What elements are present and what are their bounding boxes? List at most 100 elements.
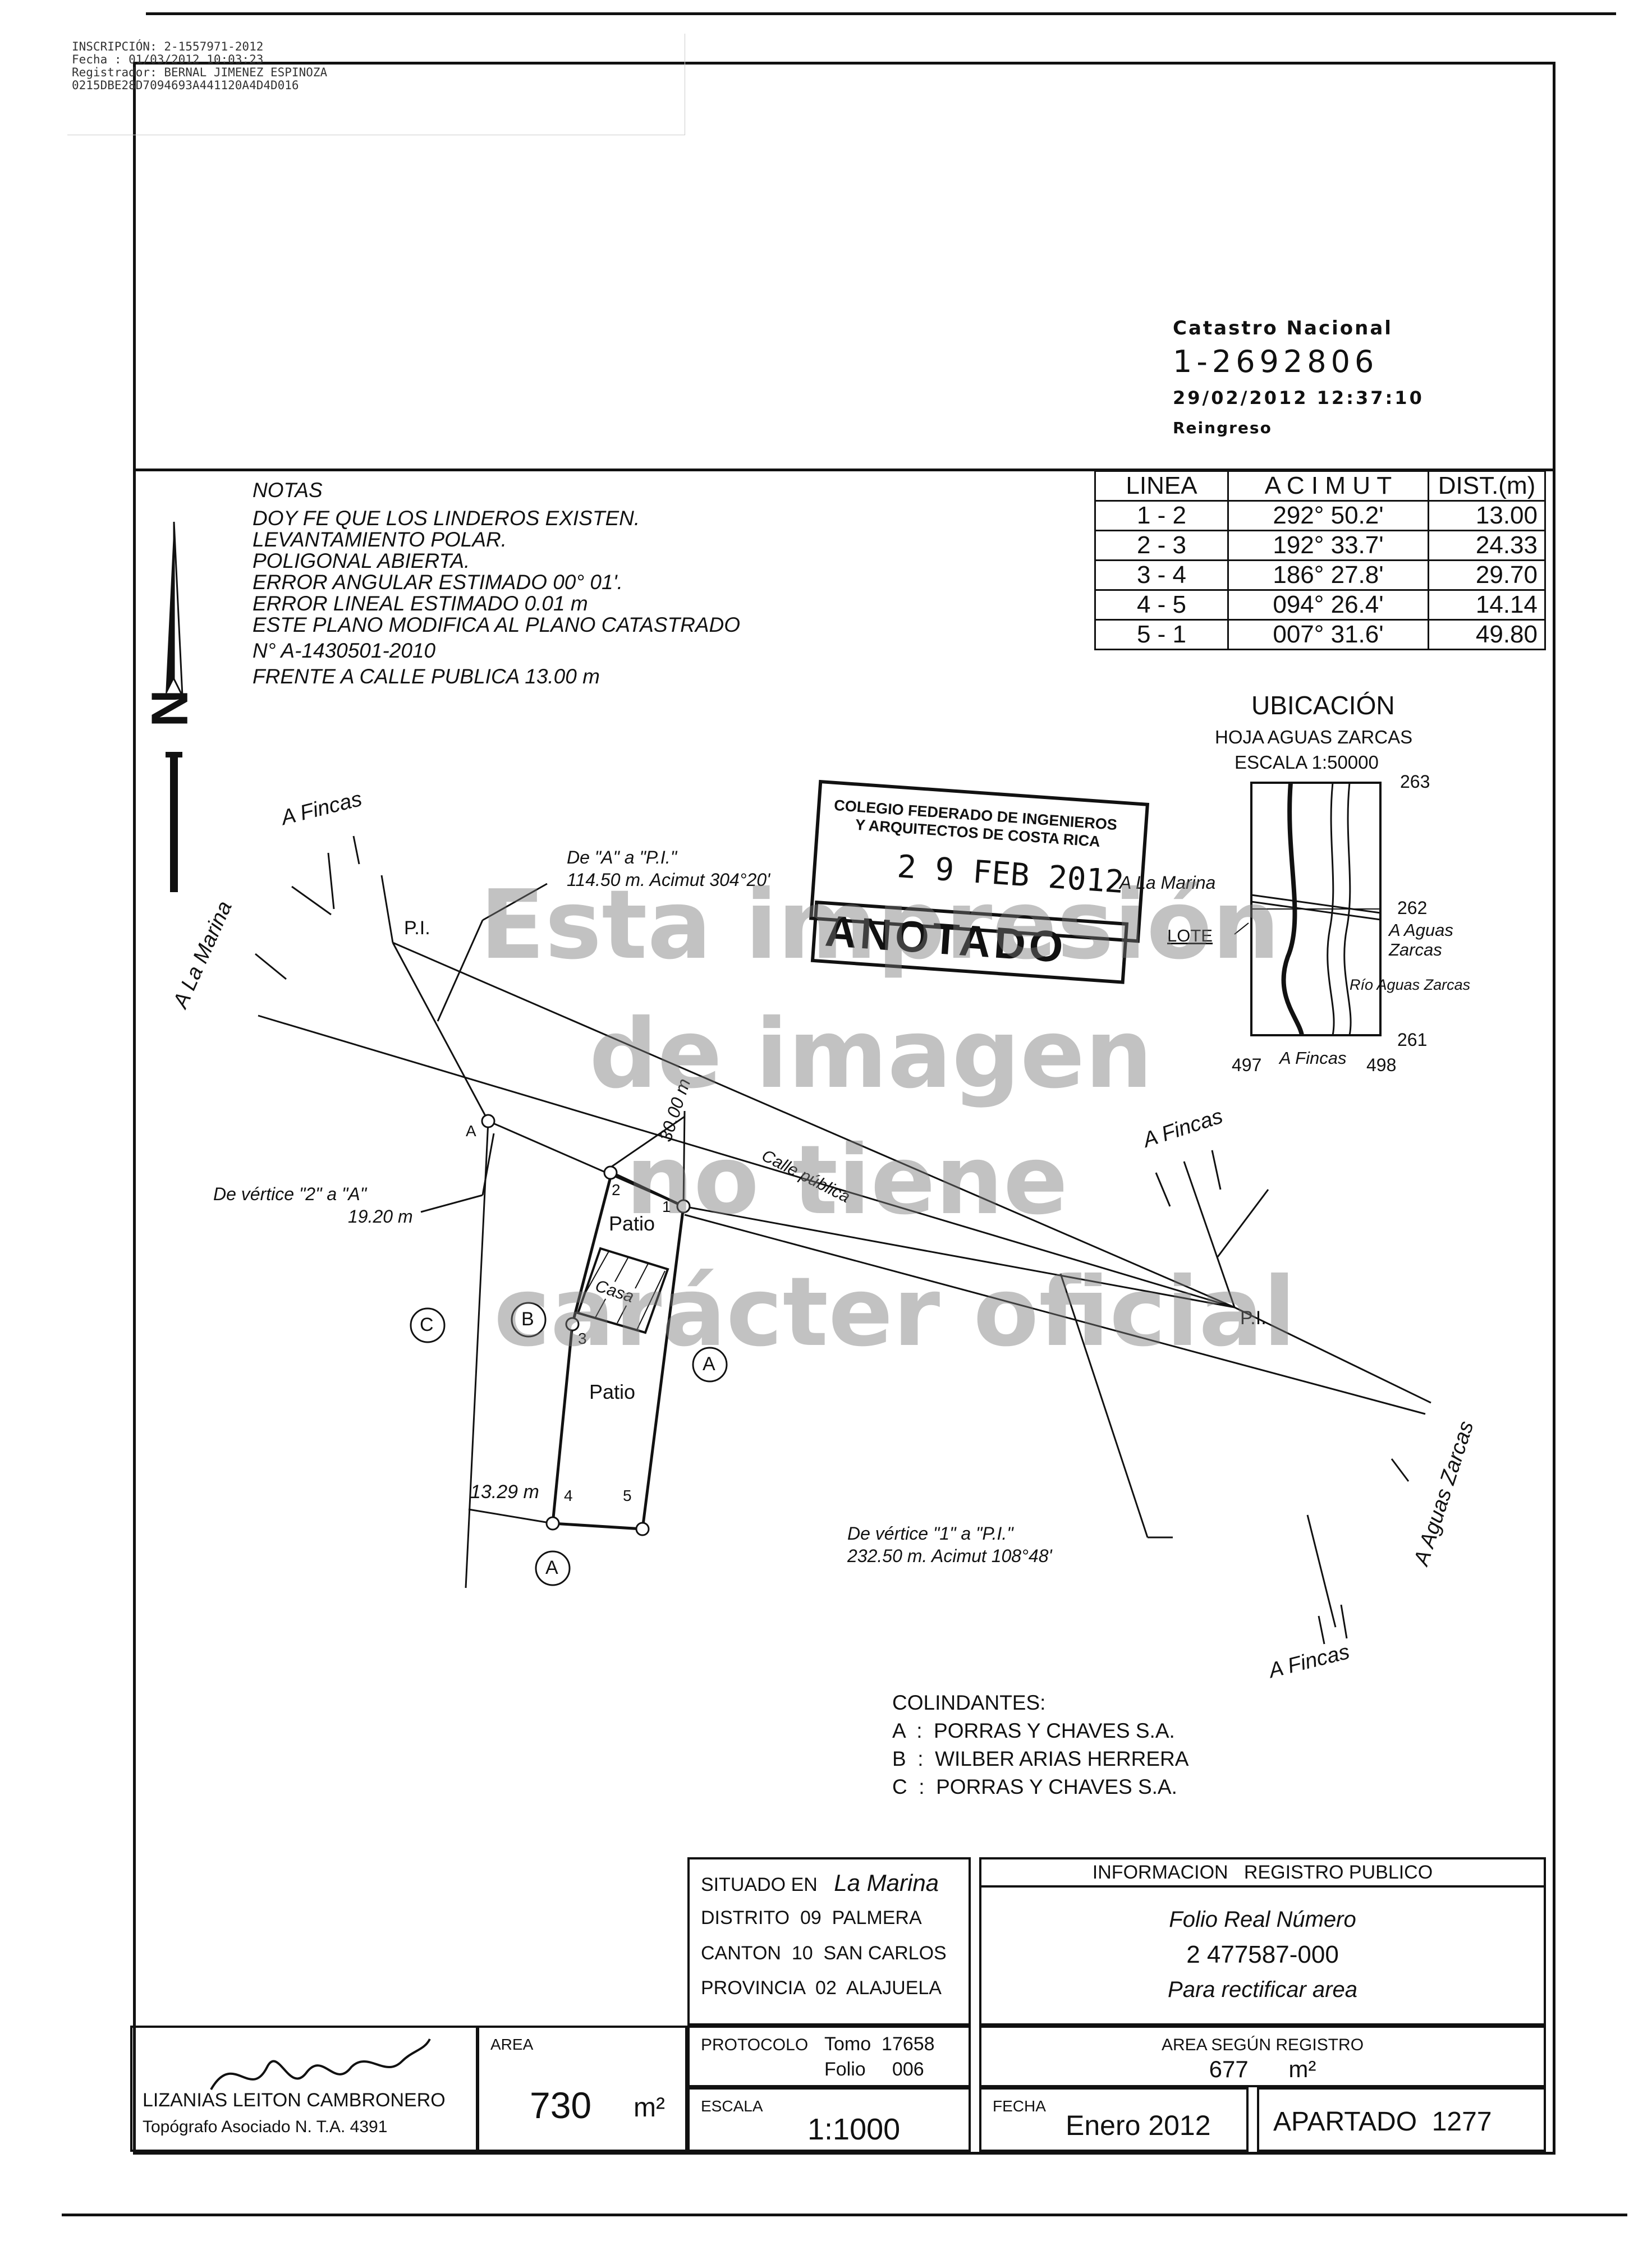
north-arrow-head-left — [166, 522, 174, 696]
notes-line: N° A-1430501-2010 — [253, 639, 436, 662]
notes-line: ERROR ANGULAR ESTIMADO 00° 01'. — [253, 571, 623, 594]
plan-de-vertice-1-pi-2: 232.50 m. Acimut 108°48' — [847, 1546, 1052, 1566]
folio-number: 2 477587-000 — [1186, 1941, 1339, 1968]
vertex-3-marker — [565, 1317, 580, 1331]
registry-hash: 0215DBE28D7094693A441120A4D4D016 — [72, 79, 299, 92]
provincia: PROVINCIA 02 ALAJUELA — [701, 1977, 942, 1999]
catastro-number: 1-2692806 — [1173, 344, 1379, 379]
location-rio: Río Aguas Zarcas — [1350, 976, 1471, 993]
plan-pi-left: P.I. — [404, 917, 430, 939]
road-edge — [684, 1214, 1426, 1415]
area-registro-unit: m² — [1288, 2056, 1316, 2082]
registry-date: Fecha : 01/03/2012 10:03:23 — [72, 53, 264, 66]
registry-registrar: Registrador: BERNAL JIMENEZ ESPINOZA — [72, 66, 328, 79]
azimuth-header-dist: DIST.(m) — [1428, 470, 1546, 502]
neighbor-c-label: C — [420, 1314, 434, 1335]
road-edge — [258, 1014, 1235, 1308]
azimuth-table: LINEA A C I M U T DIST.(m) 1 - 2 292° 50… — [1094, 470, 1546, 650]
north-arrow-shaft — [170, 757, 178, 892]
road-edge — [392, 942, 1235, 1308]
colindante-a: A : PORRAS Y CHAVES S.A. — [892, 1719, 1175, 1742]
protocolo-tomo: Tomo 17658 — [824, 2033, 935, 2055]
fecha-value: Enero 2012 — [1066, 2110, 1211, 2141]
surveyor-cell: LIZANIAS LEITON CAMBRONERO Topógrafo Aso… — [130, 2026, 478, 2152]
plan-de-a-pi-2: 114.50 m. Acimut 304°20' — [567, 870, 770, 890]
azimuth-linea: 3 - 4 — [1094, 559, 1229, 591]
azimuth-header-linea: LINEA — [1094, 470, 1229, 502]
road-edge — [1340, 1604, 1348, 1639]
location-498: 498 — [1366, 1055, 1397, 1075]
road-edge — [327, 852, 335, 910]
north-arrow-bar — [166, 752, 182, 757]
table-row: 3 - 4 186° 27.8' 29.70 — [1094, 559, 1546, 591]
area-cell: AREA 730 m² — [477, 2026, 687, 2152]
casa-outline — [576, 1247, 669, 1334]
dim-1329 — [468, 1508, 553, 1525]
apartado-label: APARTADO 1277 — [1273, 2107, 1492, 2137]
leader-line — [1059, 1273, 1149, 1538]
location-a-aguas: A Aguas — [1389, 920, 1453, 940]
leader-line — [482, 883, 548, 921]
surveyor-signature — [210, 2038, 431, 2090]
location-a-la-marina: A La Marina — [1119, 873, 1216, 893]
vertex-2-label: 2 — [612, 1181, 621, 1199]
watermark-line-3: no tiene — [626, 1125, 1068, 1236]
protocolo-cell: PROTOCOLO Tomo 17658 Folio 006 — [687, 2026, 971, 2087]
azimuth-dist: 49.80 — [1428, 619, 1546, 650]
vertex-4-label: 4 — [564, 1487, 573, 1504]
registry-header: INSCRIPCIÓN: 2-1557971-2012 Fecha : 01/0… — [72, 40, 327, 92]
area-value: 730 — [530, 2084, 592, 2126]
location-map — [1234, 782, 1382, 1036]
notes-block: NOTAS DOY FE QUE LOS LINDEROS EXISTEN. L… — [253, 480, 740, 687]
plan-drawing — [255, 835, 1431, 1645]
notes-heading: NOTAS — [253, 479, 323, 502]
leader-line — [437, 920, 484, 1022]
area-registro-label: AREA SEGÚN REGISTRO — [1161, 2036, 1364, 2054]
vertex-3-label: 3 — [578, 1330, 587, 1347]
escala-value: 1:1000 — [807, 2113, 901, 2146]
north-arrow-icon — [166, 521, 183, 892]
notes-line: DOY FE QUE LOS LINDEROS EXISTEN. — [253, 507, 640, 530]
location-261: 261 — [1397, 1030, 1428, 1050]
location-a-fincas: A Fincas — [1279, 1048, 1347, 1068]
catastro-title: Catastro Nacional — [1173, 317, 1393, 339]
registry-inscription: INSCRIPCIÓN: 2-1557971-2012 — [72, 40, 264, 53]
dim-1329-label: 13.29 m — [470, 1481, 539, 1503]
neighbor-a-circle — [535, 1550, 571, 1586]
road-line — [1251, 894, 1381, 914]
azimuth-linea: 4 - 5 — [1094, 589, 1229, 621]
area-registro-value: 677 — [1209, 2056, 1249, 2082]
protocolo-label: PROTOCOLO — [701, 2036, 809, 2054]
azimuth-value: 094° 26.4' — [1227, 589, 1429, 621]
notes-line: ERROR LINEAL ESTIMADO 0.01 m — [253, 592, 588, 615]
lote-leader — [1234, 922, 1249, 935]
azimuth-dist: 29.70 — [1428, 559, 1546, 591]
signature-stroke — [210, 2038, 431, 2090]
leader-line — [481, 1133, 495, 1196]
road-edge — [291, 885, 332, 916]
hatch-line — [636, 1270, 666, 1330]
azimuth-dist: 13.00 — [1428, 500, 1546, 531]
hatch-line — [583, 1251, 609, 1297]
bottom-edge-line — [62, 2214, 1627, 2216]
vertex-1-marker — [676, 1199, 691, 1214]
registro-heading: INFORMACION REGISTRO PUBLICO — [1092, 1862, 1433, 1883]
watermark-line-1: Esta impresión — [480, 870, 1280, 981]
neighbor-b-label: B — [521, 1308, 534, 1330]
neighbor-c-circle — [410, 1307, 446, 1343]
lot-polygon — [551, 1170, 685, 1531]
neighbor-a-label: A — [703, 1353, 715, 1375]
neighbor-a-circle — [692, 1347, 728, 1383]
situado-label: SITUADO EN La Marina — [701, 1870, 939, 1897]
area-registro-cell: AREA SEGÚN REGISTRO 677 m² — [979, 2026, 1546, 2087]
colindante-c: C : PORRAS Y CHAVES S.A. — [892, 1775, 1177, 1798]
azimuth-dist: 24.33 — [1428, 530, 1546, 561]
location-zarcas: Zarcas — [1389, 940, 1442, 959]
road-edge — [380, 875, 394, 943]
area-label: AREA — [490, 2036, 534, 2053]
road-edge — [1391, 1458, 1410, 1482]
notes-line: LEVANTAMIENTO POLAR. — [253, 528, 507, 551]
north-arrow-head-right — [173, 521, 183, 696]
vertex-a-marker — [481, 1114, 495, 1128]
escala-label: ESCALA — [701, 2097, 763, 2115]
